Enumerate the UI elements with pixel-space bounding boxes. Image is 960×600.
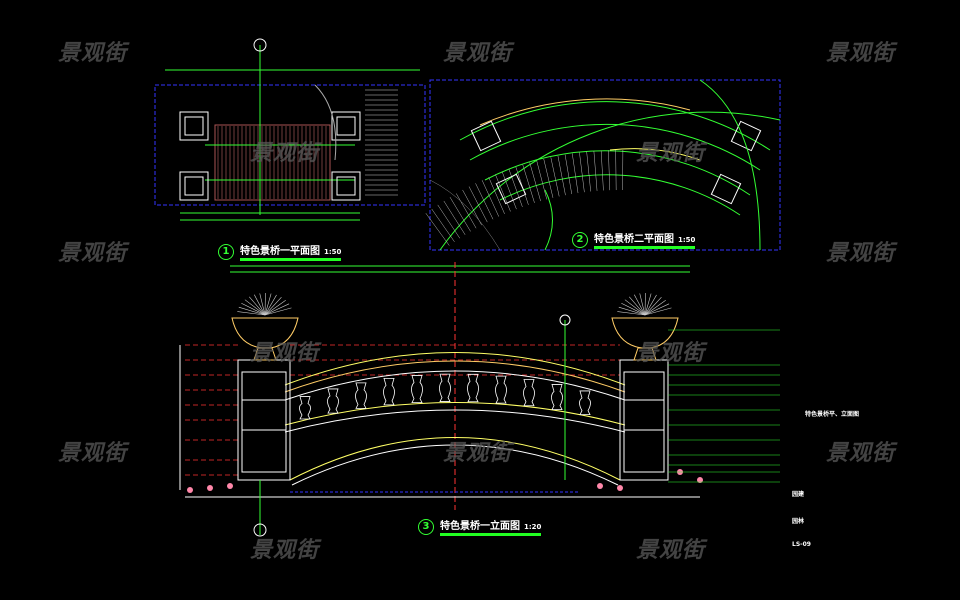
plan2-title-text: 特色景桥二平面图 xyxy=(594,234,674,245)
plan1-title-text: 特色景桥一平面图 xyxy=(240,246,320,257)
title-block-sheet-no: LS-09 xyxy=(792,541,811,548)
elevation-drawing xyxy=(179,262,780,537)
elevation-title-text: 特色景桥一立面图 xyxy=(440,521,520,532)
watermark: 景观街 xyxy=(250,341,320,366)
watermark: 景观街 xyxy=(250,141,320,166)
title-block-category: 园林 xyxy=(792,518,805,525)
watermark: 景观街 xyxy=(826,41,896,66)
elevation-scale: 1:20 xyxy=(524,523,542,531)
watermark: 景观街 xyxy=(636,538,706,563)
watermark: 景观街 xyxy=(636,141,706,166)
watermark: 景观街 xyxy=(250,538,320,563)
watermark: 景观街 xyxy=(443,41,513,66)
plan1-number: 1 xyxy=(218,243,234,260)
plan1-title: 1 特色景桥一平面图 1:50 xyxy=(218,242,342,261)
title-block-drawing-name: 特色景桥平、立面图 xyxy=(805,411,860,418)
plan1-drawing xyxy=(154,38,426,221)
watermark: 景观街 xyxy=(58,41,128,66)
watermark: 景观街 xyxy=(58,241,128,266)
plan2-drawing xyxy=(425,79,781,251)
watermark: 景观街 xyxy=(826,441,896,466)
plan2-title: 2 特色景桥二平面图 1:50 xyxy=(572,230,696,249)
elevation-title: 3 特色景桥一立面图 1:20 xyxy=(418,517,542,536)
plan1-scale: 1:50 xyxy=(324,248,342,256)
watermark: 景观街 xyxy=(58,441,128,466)
plan2-number: 2 xyxy=(572,231,588,248)
plan2-scale: 1:50 xyxy=(678,236,696,244)
elevation-number: 3 xyxy=(418,518,434,535)
watermark: 景观街 xyxy=(443,441,513,466)
title-block-discipline: 园建 xyxy=(792,491,805,498)
watermark: 景观街 xyxy=(636,341,706,366)
watermark: 景观街 xyxy=(826,241,896,266)
